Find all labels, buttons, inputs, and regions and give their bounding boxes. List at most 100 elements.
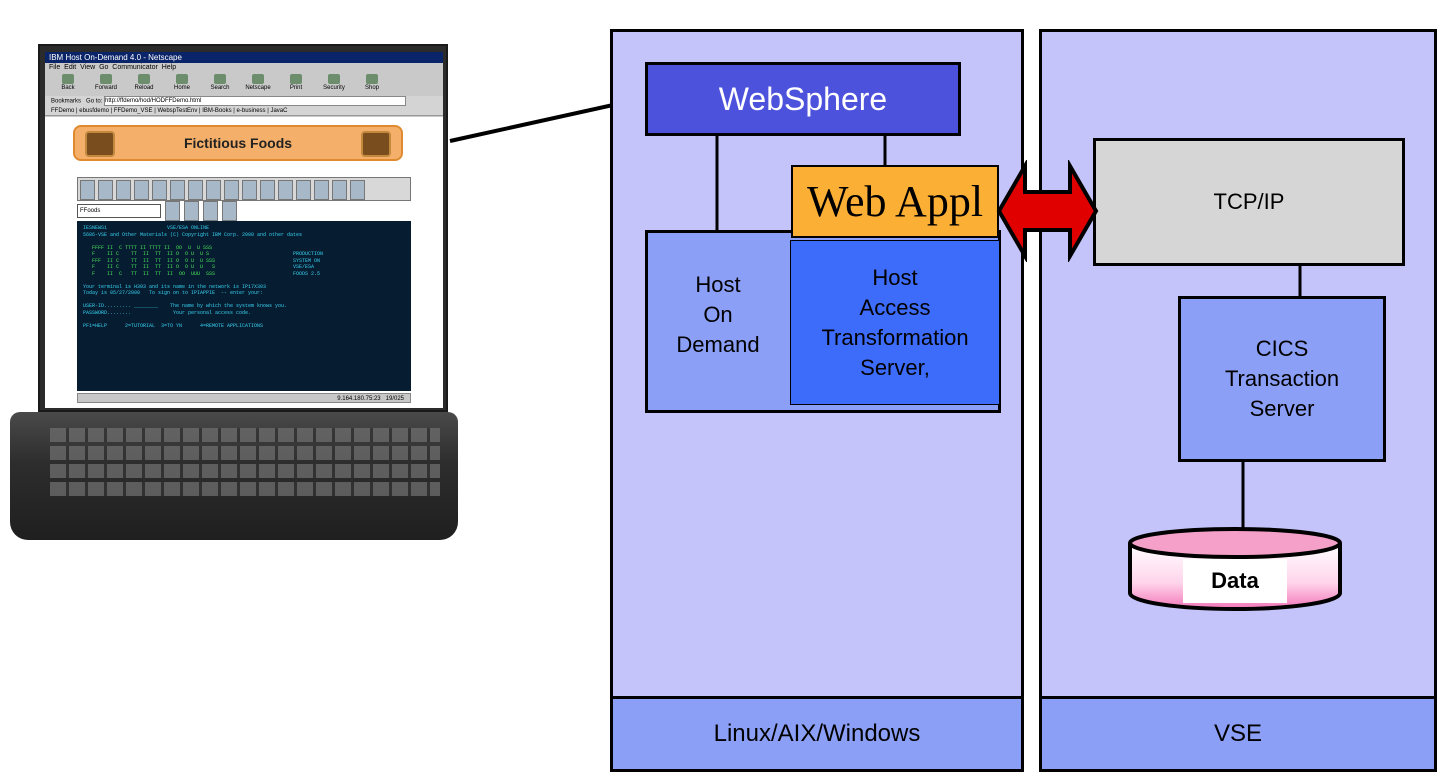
laptop-screenshot: IBM Host On-Demand 4.0 - Netscape File E… <box>0 0 460 560</box>
forward-button[interactable]: Forward <box>91 72 121 96</box>
forward-icon <box>100 74 112 84</box>
browser-title: IBM Host On-Demand 4.0 - Netscape <box>45 52 443 63</box>
bookmarks-button[interactable]: Bookmarks <box>51 98 82 105</box>
url-field[interactable]: http://ffdemo/hod/HODFFDemo.html <box>104 96 407 106</box>
hod-tool-button[interactable] <box>296 180 311 200</box>
cursor-position: 19/025 <box>385 396 404 402</box>
menu-help[interactable]: Help <box>161 64 177 71</box>
footer-linux-aix-windows: Linux/AIX/Windows <box>610 696 1024 772</box>
back-button[interactable]: Back <box>53 72 83 96</box>
hats-line: Access <box>859 294 931 320</box>
hod-line: Host <box>695 272 741 297</box>
terminal-side-line: SYSTEM ON <box>293 257 321 264</box>
host-on-demand-label: Host On Demand <box>648 255 788 375</box>
reload-button[interactable]: Reload <box>129 72 159 96</box>
hod-tool-button[interactable] <box>116 180 131 200</box>
hod-tool-button[interactable] <box>350 180 365 200</box>
hod-tool-button[interactable] <box>278 180 293 200</box>
terminal-message: Today is 05/27/2000 To sign on to IPIAPP… <box>83 290 264 296</box>
bookmark-link[interactable]: ebusfdemo <box>79 108 109 114</box>
cics-line: Transaction <box>1224 366 1340 391</box>
bookmark-link[interactable]: e-business <box>236 108 266 114</box>
web-page: Fictitious Foods <box>45 117 443 408</box>
bookmark-link[interactable]: FFDemo_VSE <box>113 108 153 114</box>
hod-tool-button[interactable] <box>170 180 185 200</box>
hats-line: Server, <box>860 354 930 380</box>
hod-tool-button[interactable] <box>80 180 95 200</box>
key-row <box>50 464 440 478</box>
bookmark-link[interactable]: FFDemo <box>51 108 75 114</box>
hod-tool-button[interactable] <box>332 180 347 200</box>
double-arrow-icon <box>996 160 1099 262</box>
cics-line: Server <box>1249 396 1315 421</box>
websphere-box: WebSphere <box>645 62 961 136</box>
hod-tool-button[interactable] <box>152 180 167 200</box>
record-macro-button[interactable] <box>222 201 237 221</box>
shop-button[interactable]: Shop <box>357 72 387 96</box>
cics-transaction-server-box: CICS Transaction Server <box>1178 296 1386 462</box>
reload-icon <box>138 74 150 84</box>
edit-macro-button[interactable] <box>165 201 180 221</box>
hod-tool-button[interactable] <box>314 180 329 200</box>
store-icon <box>85 131 115 157</box>
web-appl-box: Web Appl <box>791 165 999 238</box>
terminal-side-line: PRODUCTION <box>293 251 324 257</box>
hod-tool-button[interactable] <box>224 180 239 200</box>
hod-tool-button[interactable] <box>206 180 221 200</box>
tcpip-box: TCP/IP <box>1093 138 1405 266</box>
security-button[interactable]: Security <box>319 72 349 96</box>
print-icon <box>290 74 302 84</box>
search-button[interactable]: Search <box>205 72 235 96</box>
home-icon <box>176 74 188 84</box>
location-bar: Bookmarks Go to: http://ffdemo/hod/HODFF… <box>45 96 443 106</box>
hod-session-row: FFoods <box>77 201 411 221</box>
menu-file[interactable]: File <box>49 64 61 71</box>
fictitious-foods-banner: Fictitious Foods <box>73 125 403 161</box>
delete-macro-button[interactable] <box>184 201 199 221</box>
data-cylinder-icon <box>1128 527 1342 611</box>
key-row <box>50 482 440 496</box>
security-icon <box>328 74 340 84</box>
hats-line: Host <box>872 264 918 290</box>
hod-tool-button[interactable] <box>260 180 275 200</box>
play-macro-button[interactable] <box>203 201 218 221</box>
terminal-password-field[interactable]: PASSWORD........ Your personal access co… <box>83 309 252 316</box>
menu-view[interactable]: View <box>80 64 96 71</box>
back-icon <box>62 74 74 84</box>
hod-tool-button[interactable] <box>188 180 203 200</box>
cics-line: CICS <box>1255 336 1309 361</box>
menu-edit[interactable]: Edit <box>64 64 77 71</box>
data-label: Data <box>1211 568 1259 593</box>
hod-line: Demand <box>676 332 760 357</box>
terminal-userid-field[interactable]: USER-ID......... ________ The name by wh… <box>83 303 288 309</box>
terminal-function-keys: PF1=HELP 2=TUTORIAL 3=TO YN 4=REMOTE APP… <box>83 322 264 329</box>
hod-tool-button[interactable] <box>98 180 113 200</box>
key-row <box>50 428 440 442</box>
menu-go[interactable]: Go <box>99 64 109 71</box>
session-select[interactable]: FFoods <box>77 204 161 218</box>
personal-toolbar: FFDemo | ebusfdemo | FFDemo_VSE | WebspT… <box>45 106 443 116</box>
netscape-button[interactable]: Netscape <box>243 72 273 96</box>
netscape-icon <box>252 74 264 84</box>
menu-communicator[interactable]: Communicator <box>112 64 158 71</box>
search-icon <box>214 74 226 84</box>
banner-title: Fictitious Foods <box>183 135 293 151</box>
hod-line: On <box>703 302 733 327</box>
home-button[interactable]: Home <box>167 72 197 96</box>
connection-ip: 9.164.180.75:23 <box>337 396 381 402</box>
bookmark-link[interactable]: WebspTestEnv <box>157 108 198 114</box>
key-row <box>50 446 440 460</box>
hod-tool-button[interactable] <box>242 180 257 200</box>
print-button[interactable]: Print <box>281 72 311 96</box>
bookmark-link[interactable]: JavaC <box>270 108 288 114</box>
hats-line: Transformation <box>821 324 969 350</box>
hod-tool-button[interactable] <box>134 180 149 200</box>
bookmark-link[interactable]: IBM-Books <box>202 108 232 114</box>
terminal-side-line: VSE/ESA <box>293 264 315 270</box>
terminal-header: IESNEWS1 VSE/ESA ONLINE <box>83 225 210 231</box>
store-icon <box>361 131 391 157</box>
terminal-side-line: FOODS 2.5 <box>293 270 321 277</box>
